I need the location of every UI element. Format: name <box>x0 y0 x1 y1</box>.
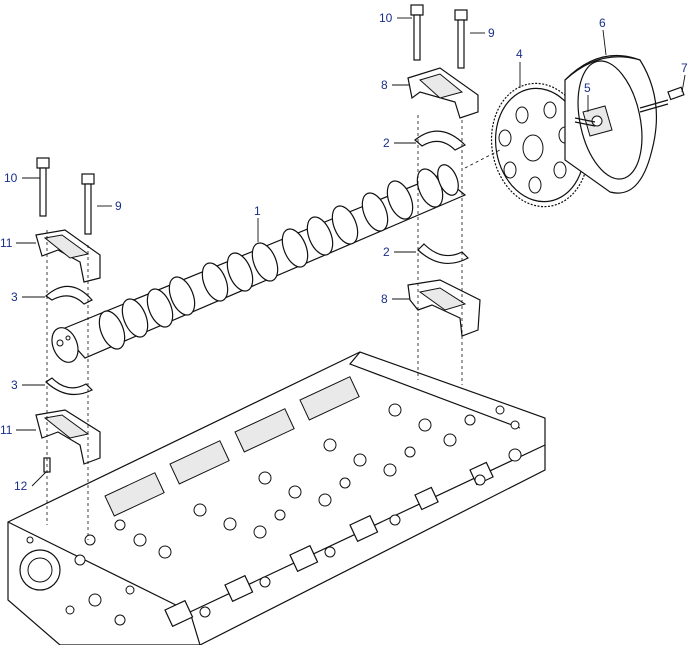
head-top-features <box>84 376 520 559</box>
callout-8-bottom: 8 <box>381 292 388 306</box>
callout-10-top: 10 <box>379 11 393 25</box>
camshaft-lobes <box>51 164 459 363</box>
hub-plate <box>582 105 613 137</box>
callout-3-top: 3 <box>11 290 18 304</box>
callout-1: 1 <box>254 204 261 218</box>
callout-6: 6 <box>599 16 606 30</box>
head-side-ports <box>164 448 522 628</box>
callouts: 10 9 6 7 8 4 5 2 10 9 1 11 2 3 8 3 11 12 <box>0 11 688 493</box>
callout-2-top: 2 <box>383 136 390 150</box>
callout-9-left: 9 <box>115 199 122 213</box>
callout-7: 7 <box>681 61 688 75</box>
left-upper-shell <box>45 285 93 305</box>
left-upper-cap <box>35 229 101 283</box>
right-bolts <box>410 4 468 69</box>
left-lower-cap <box>35 409 101 465</box>
callout-11-top: 11 <box>0 236 13 250</box>
camshaft <box>51 164 467 363</box>
left-bolts <box>36 157 95 235</box>
gear-cover <box>564 54 657 194</box>
callout-3-bottom: 3 <box>11 378 18 392</box>
left-lower-shell <box>45 377 94 396</box>
callout-8-top: 8 <box>381 78 388 92</box>
right-upper-cap <box>407 67 479 119</box>
callout-11-bottom: 11 <box>0 423 13 437</box>
callout-5: 5 <box>584 81 591 95</box>
head-end-face <box>19 536 135 626</box>
callout-2-bottom: 2 <box>383 245 390 259</box>
callout-10-left: 10 <box>4 171 18 185</box>
hub-bolt <box>574 117 596 127</box>
callout-9-top: 9 <box>488 26 495 40</box>
right-lower-shell <box>417 243 469 265</box>
right-lower-cap <box>407 279 481 337</box>
leader-lines <box>16 17 686 487</box>
camshaft-gear <box>490 82 590 208</box>
cylinder-head <box>7 351 546 646</box>
right-upper-shell <box>414 130 467 151</box>
gear-axis-line <box>464 149 501 169</box>
callout-12: 12 <box>14 479 28 493</box>
callout-4: 4 <box>516 47 523 61</box>
